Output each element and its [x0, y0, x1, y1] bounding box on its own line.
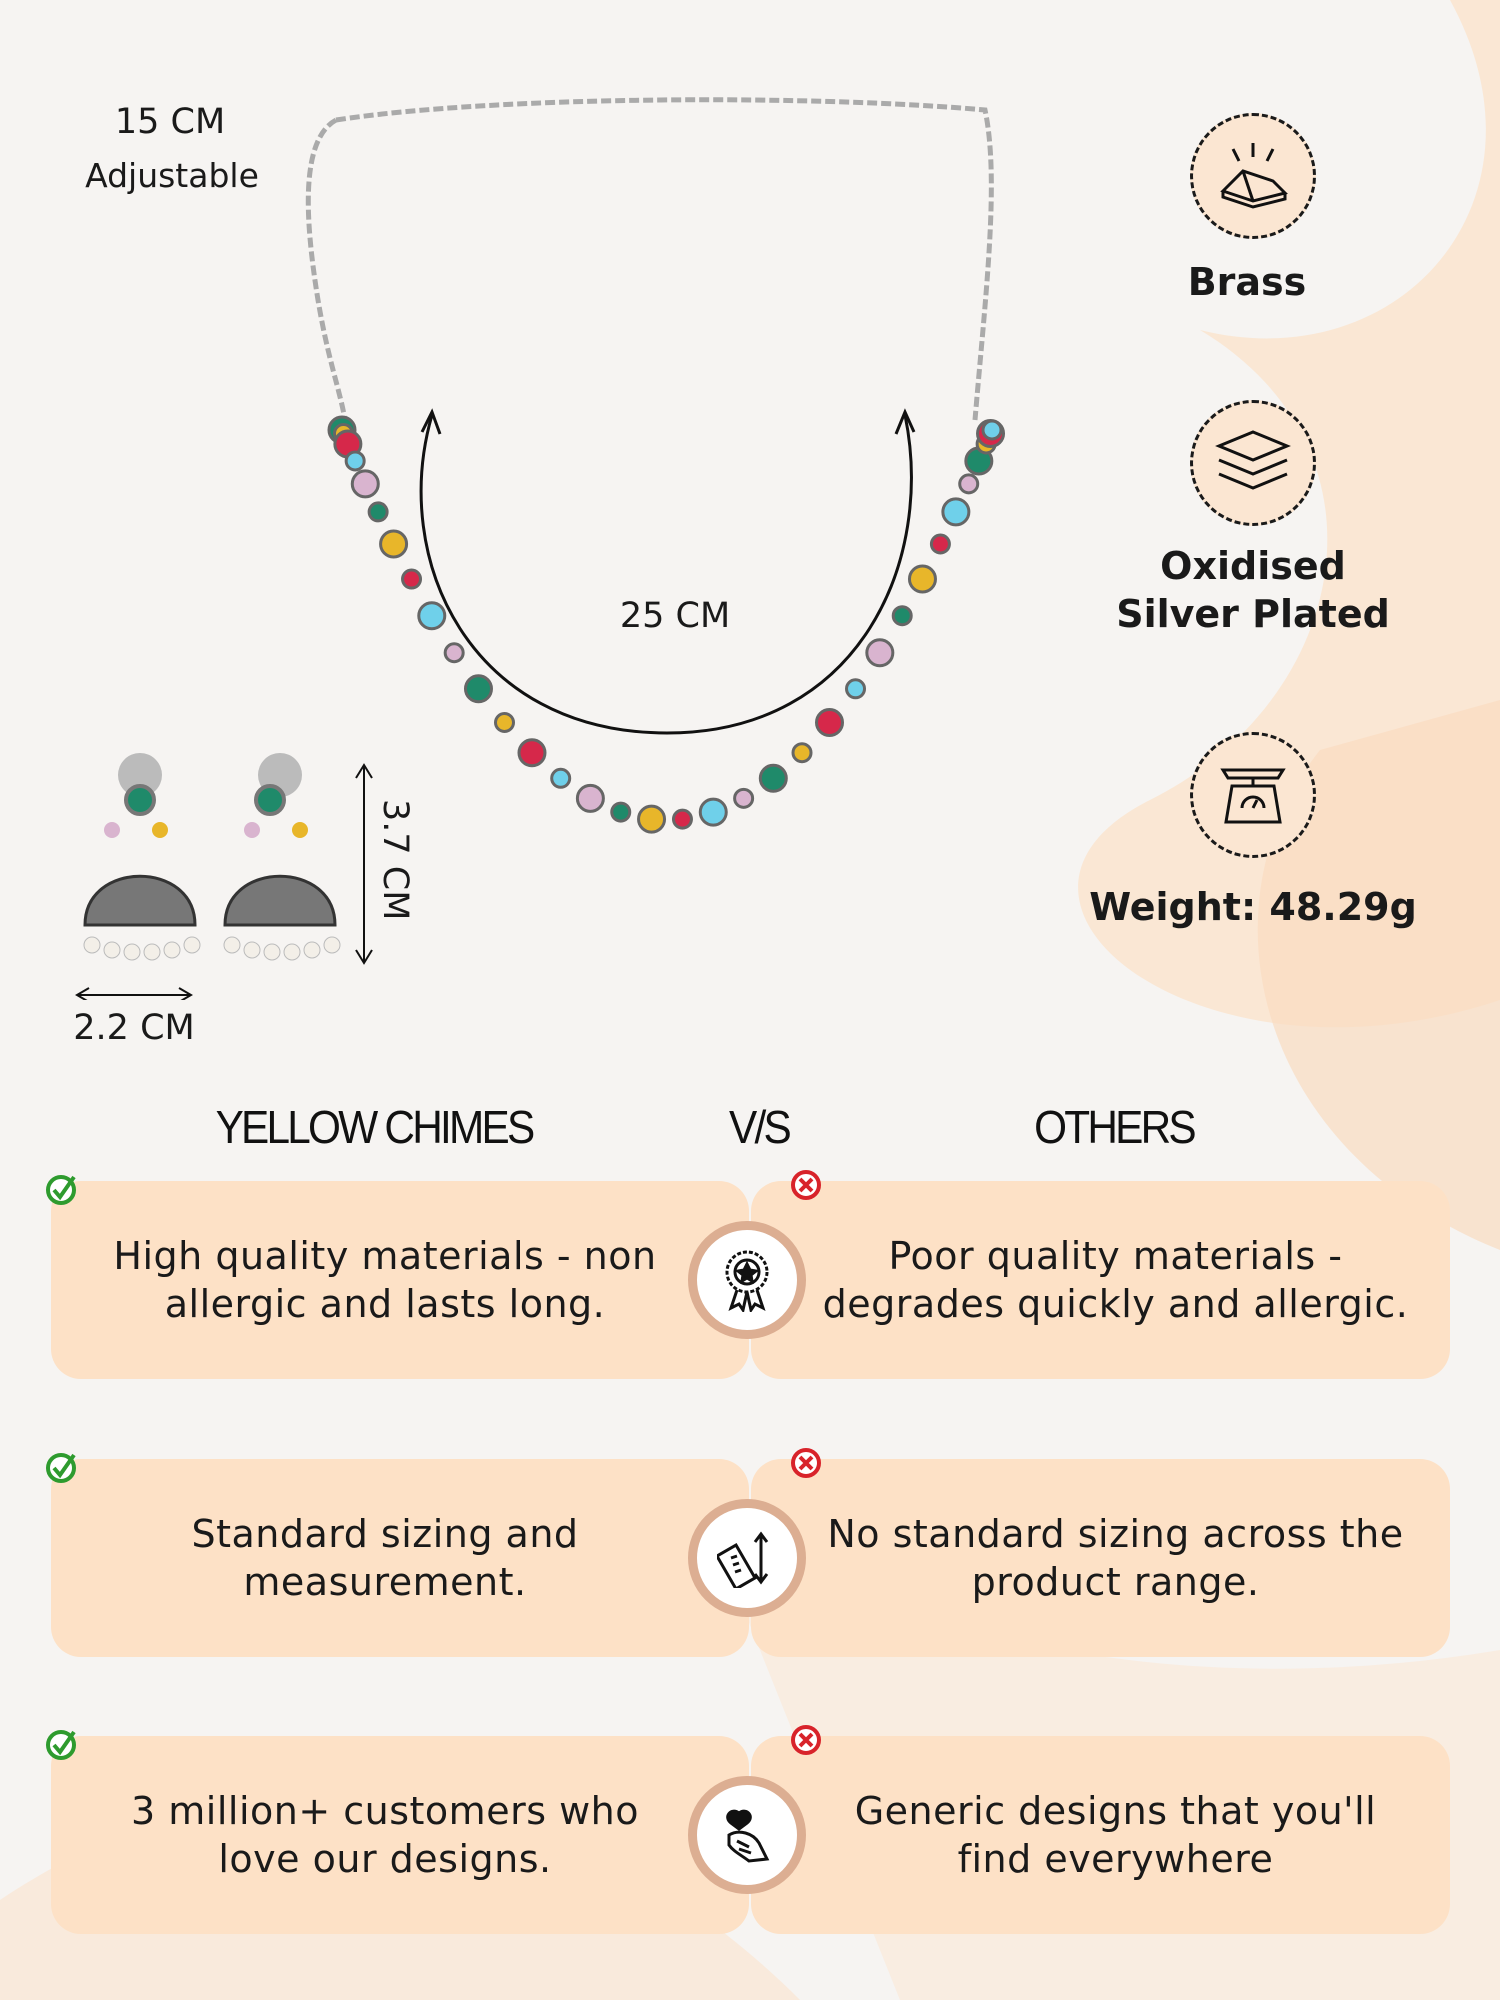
bead [929, 533, 951, 555]
brand-card: 3 million+ customers who love our design… [51, 1736, 749, 1934]
brand-point: 3 million+ customers who love our design… [131, 1789, 639, 1881]
feature-plating: Oxidised Silver Plated [1116, 544, 1390, 636]
others-card: Generic designs that you'll find everywh… [751, 1736, 1450, 1934]
bead [637, 804, 667, 834]
bead [941, 497, 971, 527]
bead [517, 738, 547, 768]
bead [791, 742, 813, 764]
earring-height: 3.7 CM [375, 799, 415, 921]
bead [981, 419, 1003, 441]
bead [845, 678, 867, 700]
cross-icon [791, 1170, 821, 1200]
bead [350, 469, 380, 499]
others-point: No standard sizing across the product ra… [827, 1512, 1404, 1604]
bead [550, 767, 572, 789]
bead [733, 787, 755, 809]
brand-point: Standard sizing and measurement. [191, 1512, 579, 1604]
width-arrow [75, 987, 193, 1000]
bead-group [327, 415, 1006, 834]
vs-heading: V/S [729, 1101, 792, 1153]
bead [344, 450, 366, 472]
others-point: Poor quality materials - degrades quickl… [822, 1234, 1409, 1326]
bead [417, 601, 447, 631]
others-heading: OTHERS [1034, 1101, 1197, 1153]
check-icon [46, 1453, 76, 1483]
bead [815, 708, 844, 737]
brand-card: High quality materials - non allergic an… [51, 1181, 749, 1379]
award-badge-icon [688, 1221, 806, 1339]
chain-note: Adjustable [85, 156, 259, 195]
arrow-right-icon [894, 408, 916, 435]
bead [367, 501, 389, 523]
measure-arc [419, 414, 913, 735]
earring-left [83, 753, 201, 961]
chain-left [305, 117, 348, 421]
bead [907, 564, 937, 594]
bead [575, 783, 605, 813]
earring-width: 2.2 CM [73, 1008, 195, 1048]
customer-love-icon [688, 1776, 806, 1894]
chain-right [335, 97, 994, 421]
earring-right [223, 753, 341, 961]
cross-icon [791, 1448, 821, 1478]
bead [610, 801, 632, 823]
necklace-image [75, 97, 1006, 1000]
others-card: Poor quality materials - degrades quickl… [751, 1181, 1450, 1379]
layers-icon [1190, 400, 1316, 526]
cross-icon [791, 1725, 821, 1755]
bead [891, 605, 913, 627]
bead [758, 763, 788, 793]
check-icon [46, 1175, 76, 1205]
others-point: Generic designs that you'll find everywh… [854, 1789, 1377, 1881]
bead [671, 808, 693, 830]
brand-point: High quality materials - non allergic an… [113, 1234, 657, 1326]
gold-bars-icon [1190, 113, 1316, 239]
brand-heading: YELLOW CHIMES [215, 1101, 536, 1153]
bead [698, 797, 728, 827]
bead [401, 568, 423, 590]
ruler-icon [688, 1499, 806, 1617]
bead [379, 529, 409, 559]
bead [958, 473, 980, 495]
check-icon [46, 1730, 76, 1760]
bead [443, 642, 465, 664]
feature-weight: Weight: 48.29g [1089, 885, 1417, 929]
feature-brass: Brass [1187, 260, 1307, 304]
arrow-left-icon [420, 408, 442, 435]
chain-length: 15 CM [114, 102, 226, 142]
bead [463, 674, 493, 704]
brand-card: Standard sizing and measurement. [51, 1459, 749, 1657]
others-card: No standard sizing across the product ra… [751, 1459, 1450, 1657]
weighing-scale-icon [1190, 732, 1316, 858]
bead [865, 638, 895, 668]
necklace-width: 25 CM [619, 596, 731, 636]
height-arrow [355, 763, 373, 965]
bead [494, 712, 515, 733]
